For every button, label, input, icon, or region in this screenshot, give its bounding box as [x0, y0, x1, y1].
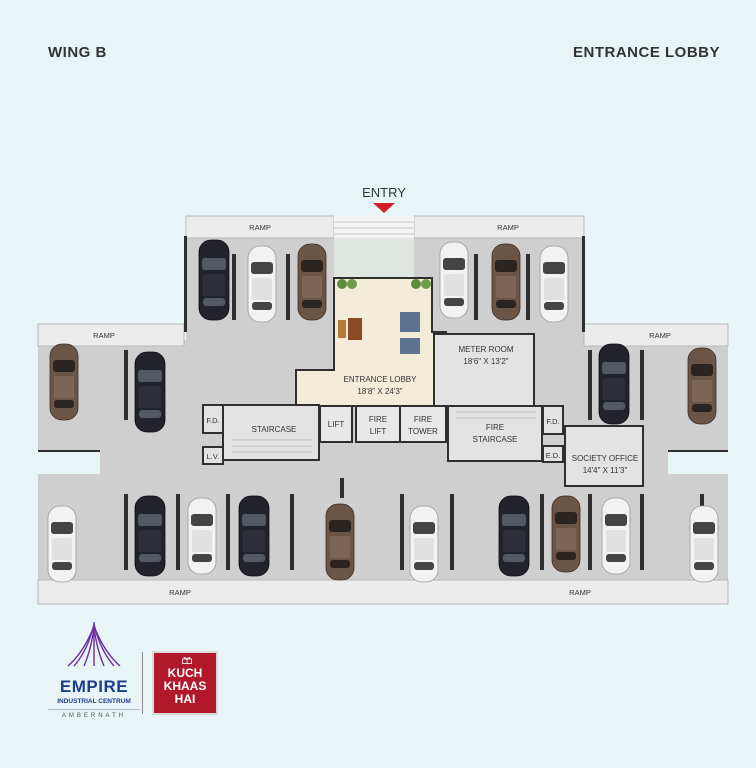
car-black: [598, 343, 630, 425]
meter-room: [433, 333, 535, 407]
society-office-size: 14'4" X 11'3": [583, 466, 628, 475]
sofa: [400, 312, 420, 332]
fire-tower-line2: TOWER: [408, 427, 438, 436]
car-white: [689, 505, 719, 583]
entry-arrow-icon: [373, 203, 395, 213]
section-title: ENTRANCE LOBBY: [572, 44, 720, 61]
plant-icon: [337, 279, 347, 289]
fire-tower-line1: FIRE: [414, 415, 432, 424]
staircase: [222, 404, 320, 461]
car-black: [134, 495, 166, 577]
staircase-steps: [232, 439, 312, 453]
empire-city: AMBERNATH: [48, 709, 140, 719]
entrance-porch: [334, 238, 414, 278]
lift-label: LIFT: [328, 420, 345, 429]
car-white: [601, 497, 631, 575]
ramp-right: [583, 323, 729, 347]
sofa: [400, 338, 420, 354]
ramp-bottom: [37, 579, 729, 605]
car-brown: [325, 503, 355, 581]
fire-lift-line2: LIFT: [370, 427, 387, 436]
car-black: [498, 495, 530, 577]
reception-desk: [348, 318, 362, 340]
car-black: [198, 239, 230, 321]
car-white: [47, 505, 77, 583]
ramp-label: RAMP: [93, 331, 115, 340]
empire-subtitle: INDUSTRIAL CENTRUM: [57, 698, 131, 705]
car-black: [238, 495, 270, 577]
ed-room: [542, 445, 564, 463]
fire-tower: [399, 405, 447, 443]
fire-lift-line1: FIRE: [369, 415, 387, 424]
badge-line: KHAAS: [163, 679, 207, 693]
car-brown: [491, 243, 521, 321]
car-brown: [687, 347, 717, 425]
car-black: [134, 351, 166, 433]
ramp-label: RAMP: [169, 588, 191, 597]
ramp-label: RAMP: [649, 331, 671, 340]
staircase-label: STAIRCASE: [252, 425, 297, 434]
empire-wordmark: EMPIRE: [59, 677, 129, 696]
car-white: [539, 245, 569, 323]
empire-emblem-icon: [67, 622, 121, 667]
society-office: [564, 425, 644, 487]
car-white: [439, 241, 469, 319]
fd-left-label: F.D.: [206, 416, 219, 425]
badge-line: HAI: [174, 692, 196, 706]
lift: [319, 405, 353, 443]
ramp-label: RAMP: [249, 223, 271, 232]
ed-label: E.D.: [546, 451, 561, 460]
entry-label: ENTRY: [362, 185, 406, 200]
fire-lift: [355, 405, 401, 443]
ramp-label: RAMP: [569, 588, 591, 597]
car-brown: [551, 495, 581, 573]
meter-room-size: 18'6" X 13'2": [463, 357, 508, 366]
badge-line: KUCH: [167, 666, 203, 680]
car-white: [409, 505, 439, 583]
ramp-label: RAMP: [497, 223, 519, 232]
fire-staircase: [447, 405, 543, 462]
fire-staircase-steps: [456, 411, 536, 419]
gift-icon: [182, 656, 192, 664]
car-white: [187, 497, 217, 575]
society-office-name: SOCIETY OFFICE: [572, 454, 639, 463]
footer-divider: [142, 652, 143, 714]
empire-logo: EMPIRE INDUSTRIAL CENTRUM AMBERNATH: [48, 620, 140, 719]
fd-right-label: F.D.: [546, 417, 559, 426]
meter-room-name: METER ROOM: [458, 345, 513, 354]
kuch-khaas-hai-badge: KUCH KHAAS HAI: [152, 651, 218, 715]
fire-duct-right: [542, 405, 564, 435]
entry-steps: [334, 216, 414, 238]
entrance-lobby-size: 18'8" X 24'3": [357, 387, 402, 396]
car-brown: [297, 243, 327, 321]
fire-staircase-line2: STAIRCASE: [473, 435, 518, 444]
plant-icon: [411, 279, 421, 289]
plant-icon: [421, 279, 431, 289]
car-white: [247, 245, 277, 323]
wing-title: WING B: [48, 44, 107, 61]
lv-label: L.V.: [207, 452, 220, 461]
ramp-left: [37, 323, 185, 347]
chair: [338, 320, 346, 338]
entrance-lobby-name: ENTRANCE LOBBY: [344, 375, 418, 384]
entry-steps-lines: [334, 221, 414, 235]
car-brown: [49, 343, 79, 421]
plant-icon: [347, 279, 357, 289]
fire-staircase-line1: FIRE: [486, 423, 504, 432]
